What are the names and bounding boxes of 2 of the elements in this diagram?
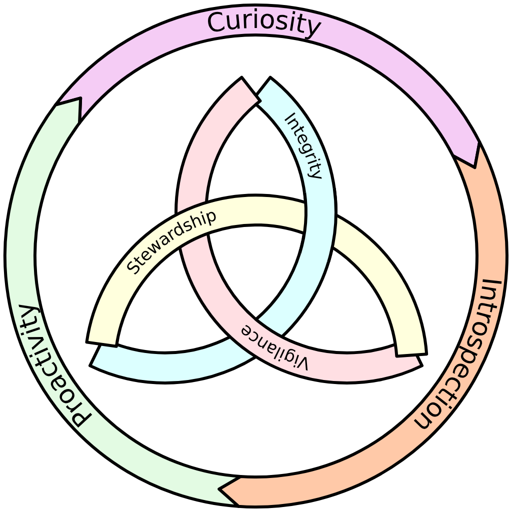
band-label: Curiosity — [204, 4, 325, 44]
ring-segment — [3, 96, 242, 508]
